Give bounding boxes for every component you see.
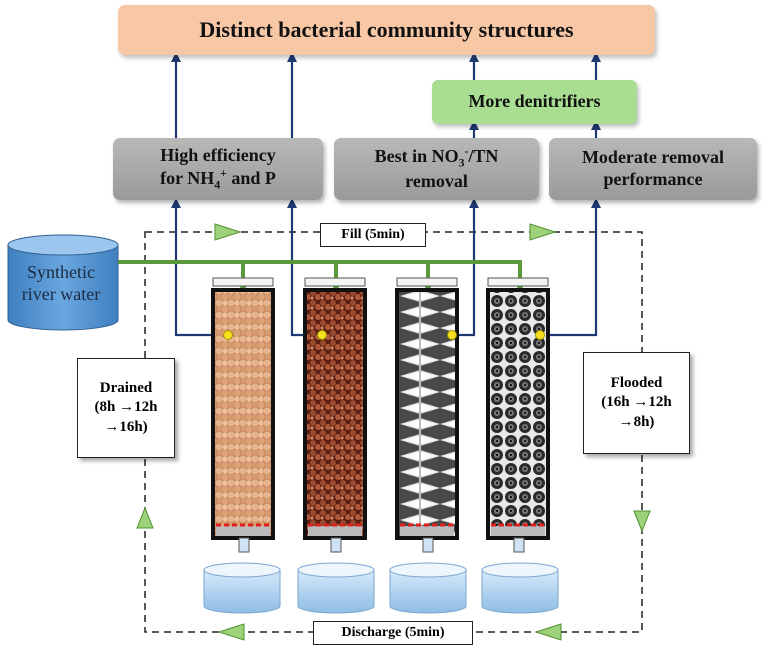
result-2-line-2: removal xyxy=(405,171,468,192)
bucket-2 xyxy=(297,562,375,614)
flooded-line-2: (16h →12h xyxy=(601,394,672,411)
result-box-best-no3: Best in NO3-/TN removal xyxy=(334,138,539,200)
result-3-line-1: Moderate removal xyxy=(581,147,725,168)
tank-label-line-2: river water xyxy=(21,283,101,304)
cycle-arrow-right-1 xyxy=(214,223,242,241)
result-2-text-b: /TN xyxy=(468,146,499,167)
denitrifiers-box: More denitrifiers xyxy=(432,80,637,124)
column-brush xyxy=(395,277,459,553)
cycle-arrow-left-1 xyxy=(534,623,562,641)
drained-line-3: →16h) xyxy=(104,418,148,435)
community-structures-box: Distinct bacterial community structures xyxy=(118,5,655,55)
blue-arrowheads xyxy=(171,52,601,208)
flooded-line-3: →8h) xyxy=(618,413,655,430)
flooded-title: Flooded xyxy=(610,374,663,391)
drained-title: Drained xyxy=(99,379,153,396)
result-2-line-1: Best in NO3-/TN xyxy=(375,145,499,171)
bucket-3 xyxy=(389,562,467,614)
tank-label: Synthetic river water xyxy=(6,262,116,305)
drained-line-2: (8h →12h xyxy=(94,399,158,416)
result-1-line-1: High efficiency xyxy=(160,145,276,166)
result-1-sup: + xyxy=(220,166,227,180)
cycle-arrow-right-2 xyxy=(529,223,557,241)
cycle-arrow-left-2 xyxy=(217,623,245,641)
fill-label: Fill (5min) xyxy=(320,223,426,247)
collection-buckets xyxy=(203,562,559,614)
community-structures-label: Distinct bacterial community structures xyxy=(199,16,574,42)
result-box-moderate: Moderate removal performance xyxy=(549,138,757,200)
drained-box: Drained (8h →12h →16h) xyxy=(77,358,175,458)
result-1-text-b: and P xyxy=(226,167,276,188)
tank-label-line-1: Synthetic xyxy=(27,262,95,282)
cycle-arrowheads xyxy=(136,223,651,641)
column-zeolite xyxy=(303,277,367,553)
result-1-sub: 4 xyxy=(214,178,221,192)
bucket-4 xyxy=(481,562,559,614)
result-1-text-a: for NH xyxy=(160,167,215,188)
column-ceramsite xyxy=(211,277,275,553)
synthetic-water-tank xyxy=(7,234,119,331)
result-2-sup: - xyxy=(464,145,469,159)
result-2-sub: 3 xyxy=(458,156,465,170)
result-box-high-efficiency: High efficiency for NH4+ and P xyxy=(113,138,323,200)
discharge-label-text: Discharge (5min) xyxy=(341,625,445,640)
column-balls xyxy=(486,277,550,553)
feed-pipe-arrowheads xyxy=(237,282,526,292)
cycle-arrow-down xyxy=(633,510,651,533)
flooded-box: Flooded (16h →12h →8h) xyxy=(583,352,690,454)
result-2-text-a: Best in NO xyxy=(374,146,459,167)
discharge-label: Discharge (5min) xyxy=(313,621,473,645)
bucket-1 xyxy=(203,562,281,614)
fill-label-text: Fill (5min) xyxy=(341,227,405,242)
result-1-line-2: for NH4+ and P xyxy=(160,167,276,193)
result-3-line-2: performance xyxy=(603,169,703,189)
cycle-arrow-up xyxy=(136,506,154,529)
denitrifiers-label: More denitrifiers xyxy=(468,91,601,112)
